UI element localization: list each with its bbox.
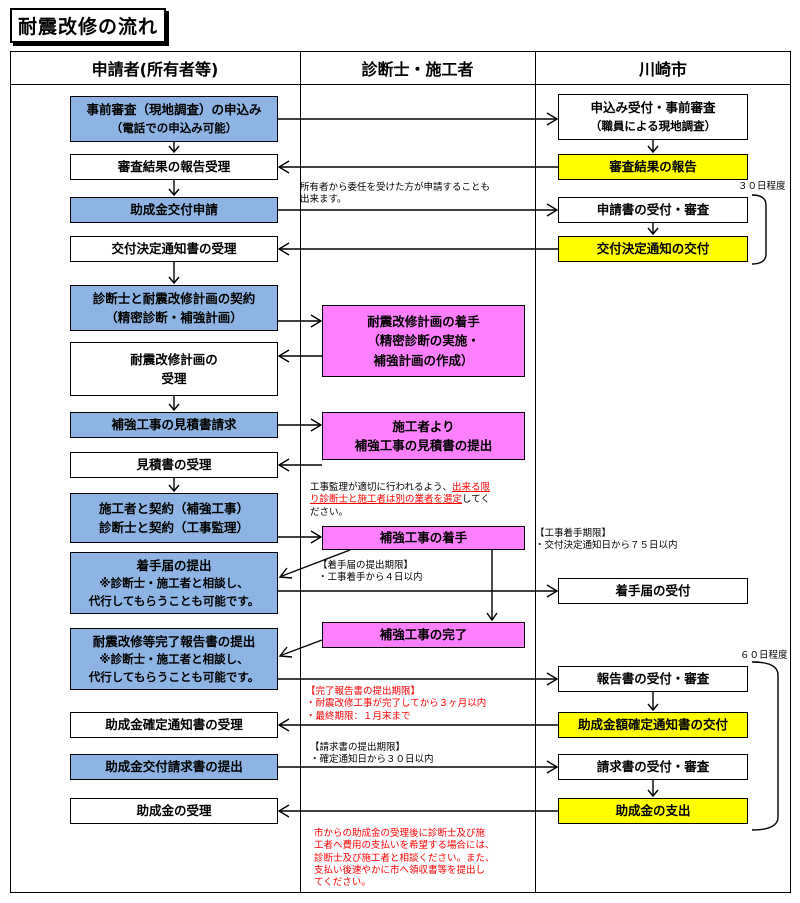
flow-box-review-result-received: 審査結果の報告受理	[70, 154, 278, 180]
flow-box-start-notice-submission: 着手届の提出※診断士・施工者と相談し、代行してもらうことも可能です。	[70, 552, 278, 614]
note-completion-report-deadline: 【完了報告書の提出期限】 ・耐震改修工事が完了してから３ヶ月以内 ・最終期限：１…	[306, 686, 487, 722]
column-header-contractor: 診断士・施工者	[300, 51, 535, 85]
flow-box-review-result-report: 審査結果の報告	[558, 154, 748, 180]
flow-box-final-notice-received: 助成金確定通知書の受理	[70, 712, 278, 738]
note-duration-60-days: ６０日程度	[740, 650, 788, 661]
column-divider	[535, 51, 536, 893]
flow-frame	[10, 51, 791, 893]
flow-box-construction-contract: 施工者と契約（補強工事）診断士と契約（工事監理）	[70, 493, 278, 543]
flow-box-plan-start: 耐震改修計画の着手（精密診断の実施・補強計画の作成）	[322, 305, 525, 377]
note-start-notice-deadline: 【着手届の提出期限】・工事着手から４日以内	[318, 560, 423, 584]
note-invoice-deadline: 【請求書の提出期限】・確定通知日から３０日以内	[310, 742, 434, 766]
note-payment-advice: 市からの助成金の受理後に診断士及び施 工者へ費用の支払いを希望する場合には、 診…	[314, 828, 495, 889]
flow-box-subsidy-payment: 助成金の支出	[558, 798, 748, 824]
note-construction-start-deadline: 【工事着手期限】・交付決定通知日から７５日以内	[535, 528, 678, 552]
flow-box-grant-decision-issue: 交付決定通知の交付	[558, 236, 748, 262]
flow-box-estimate-received: 見積書の受理	[70, 452, 278, 478]
flow-box-subsidy-received: 助成金の受理	[70, 798, 278, 824]
flow-box-pre-inspection-request: 事前審査（現地調査）の申込み（電話での申込み可能）	[70, 96, 278, 142]
flow-box-subsidy-application: 助成金交付申請	[70, 197, 278, 223]
flow-box-plan-received: 耐震改修計画の受理	[70, 342, 278, 396]
flow-box-estimate-request: 補強工事の見積書請求	[70, 412, 278, 438]
flow-box-final-amount-notice: 助成金額確定通知書の交付	[558, 712, 748, 738]
column-divider	[300, 51, 301, 893]
flow-box-application-review: 申請書の受付・審査	[558, 197, 748, 223]
column-header-city: 川崎市	[535, 51, 791, 85]
note-duration-30-days: ３０日程度	[738, 181, 786, 192]
flow-box-completion-report-submission: 耐震改修等完了報告書の提出※診断士・施工者と相談し、代行してもらうことも可能です…	[70, 628, 278, 690]
column-header-applicant: 申請者(所有者等)	[10, 51, 300, 85]
flow-box-application-acceptance: 申込み受付・事前審査（職員による現地調査）	[558, 94, 748, 140]
flow-box-grant-decision-received: 交付決定通知書の受理	[70, 236, 278, 262]
flow-box-report-review: 報告書の受付・審査	[558, 666, 748, 692]
flow-box-design-contract: 診断士と耐震改修計画の契約（精密診断・補強計画）	[70, 285, 278, 331]
flow-box-construction-complete: 補強工事の完了	[322, 622, 525, 648]
flow-box-start-notice-acceptance: 着手届の受付	[558, 578, 748, 604]
note-supervision: 工事監理が適切に行われるよう、出来る限 り診断士と施工者は別の業者を選定してく …	[310, 482, 491, 518]
flow-box-estimate-submission: 施工者より補強工事の見積書の提出	[322, 412, 525, 460]
flow-box-invoice-review: 請求書の受付・審査	[558, 754, 748, 780]
flow-box-payment-request-submission: 助成金交付請求書の提出	[70, 754, 278, 780]
flow-box-construction-start: 補強工事の着手	[322, 526, 525, 550]
note-delegation: 所有者から委任を受けた方が申請することも出来ます。	[300, 182, 491, 206]
page-title: 耐震改修の流れ	[10, 8, 167, 43]
